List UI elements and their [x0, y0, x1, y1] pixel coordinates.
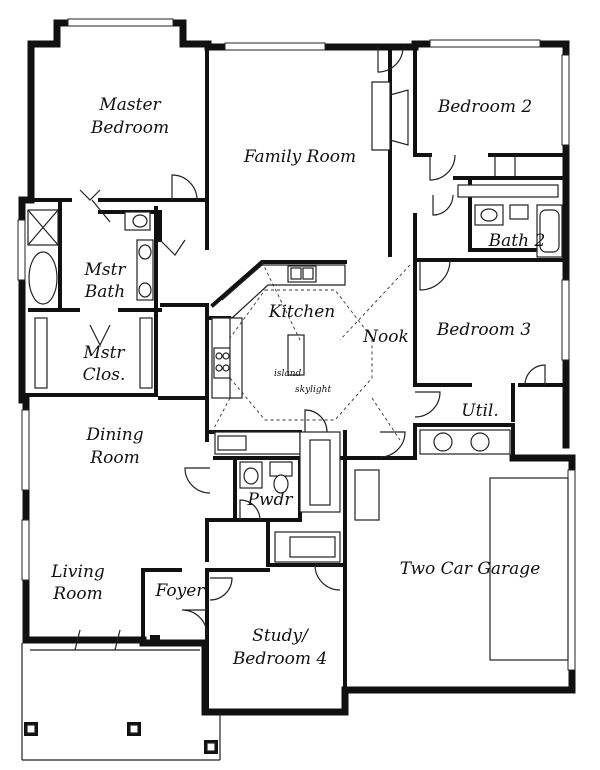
label-nook: Nook	[362, 327, 409, 347]
annotations: island skylight	[274, 369, 331, 395]
label-study-bedroom-4: Study/Bedroom 4	[232, 626, 327, 669]
label-skylight: skylight	[295, 385, 331, 395]
label-util: Util.	[461, 401, 498, 421]
label-kitchen: Kitchen	[268, 302, 335, 322]
label-island: island	[274, 369, 302, 379]
label-two-car-garage: Two Car Garage	[400, 559, 541, 579]
fixtures	[27, 81, 569, 661]
label-family-room: Family Room	[243, 147, 356, 167]
windows	[17, 18, 576, 671]
label-bedroom-3: Bedroom 3	[436, 320, 531, 340]
label-foyer: Foyer	[155, 581, 206, 601]
label-bedroom-2: Bedroom 2	[437, 97, 532, 117]
label-pwdr: Pwdr	[247, 490, 294, 510]
front-porch	[21, 629, 221, 761]
label-bath-2: Bath 2	[488, 231, 546, 251]
doors	[79, 46, 546, 636]
